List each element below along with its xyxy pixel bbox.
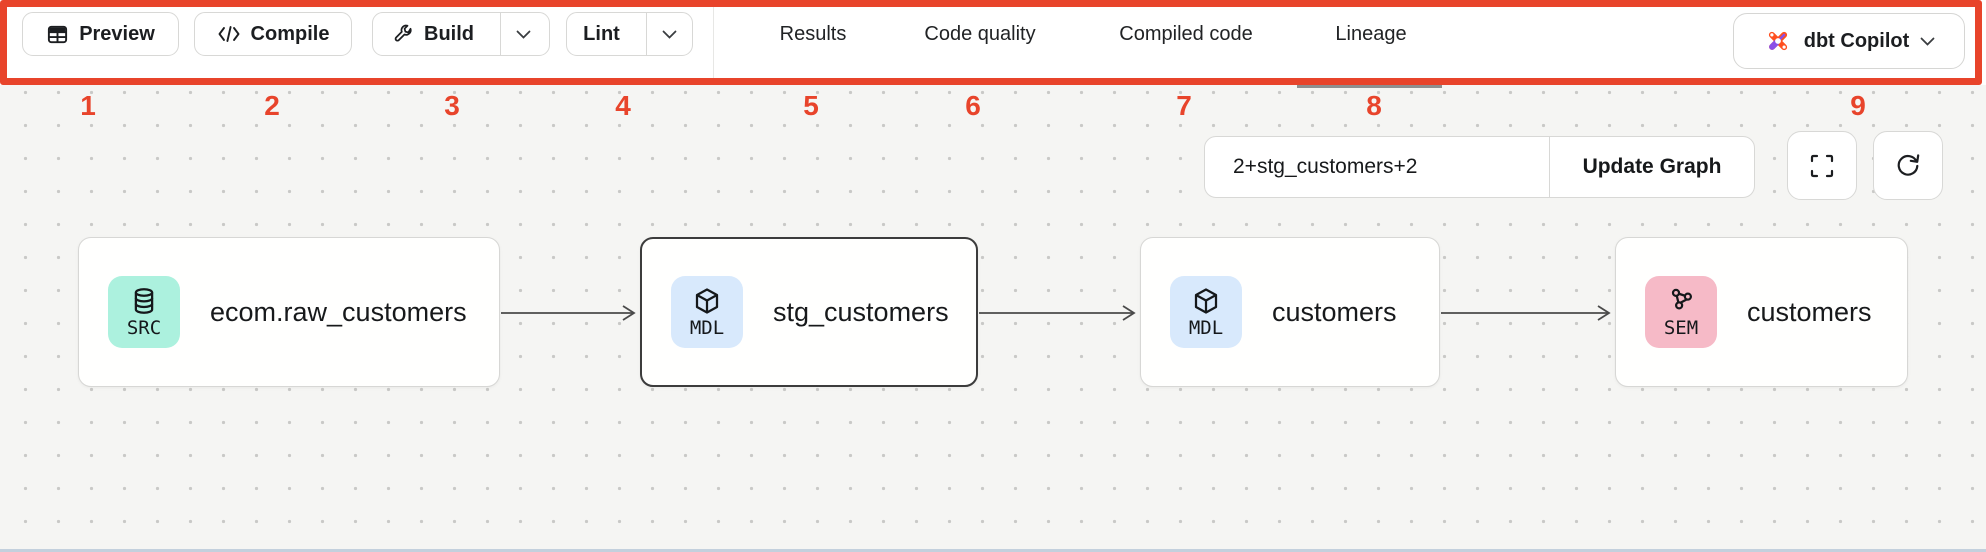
tab-compiled-code[interactable]: Compiled code (1119, 23, 1253, 45)
build-dropdown-toggle[interactable] (500, 13, 546, 55)
database-icon (134, 287, 154, 314)
lineage-node-stg-customers[interactable]: MDL stg_customers (640, 237, 978, 387)
update-graph-button[interactable]: Update Graph (1549, 137, 1754, 197)
chevron-down-icon (662, 30, 677, 39)
annotation-number-7: 7 (1176, 90, 1192, 121)
node-label: stg_customers (773, 296, 949, 327)
tab-lineage[interactable]: Lineage (1335, 23, 1407, 45)
compile-button-label: Compile (250, 22, 330, 45)
tab-results[interactable]: Results (779, 23, 847, 45)
wrench-icon (394, 24, 412, 42)
node-badge-mdl: MDL (671, 276, 743, 348)
cube-icon (695, 287, 719, 314)
lineage-selector-bar: Update Graph (1204, 136, 1755, 198)
node-badge-label: MDL (689, 316, 725, 339)
annotation-number-2: 2 (264, 90, 280, 121)
node-badge-label: MDL (1188, 316, 1224, 339)
lint-dropdown-toggle[interactable] (645, 13, 692, 55)
semantic-model-icon (1671, 288, 1693, 310)
lint-split-button: Lint (566, 12, 693, 56)
node-badge-src: SRC (108, 276, 180, 348)
annotation-number-4: 4 (615, 90, 631, 121)
chevron-down-icon (516, 30, 531, 39)
table-icon (48, 25, 68, 43)
annotation-number-9: 9 (1850, 90, 1866, 121)
node-label: ecom.raw_customers (210, 296, 467, 327)
tab-code-quality[interactable]: Code quality (924, 23, 1036, 45)
dbt-logo-icon (1768, 31, 1787, 51)
preview-button[interactable]: Preview (22, 12, 179, 56)
build-button[interactable]: Build (376, 13, 490, 55)
node-badge-label: SEM (1663, 316, 1699, 339)
lineage-node-customers-model[interactable]: MDL customers (1140, 237, 1440, 387)
lineage-node-customers-semantic[interactable]: SEM customers (1615, 237, 1908, 387)
node-badge-sem: SEM (1645, 276, 1717, 348)
fullscreen-button[interactable] (1787, 131, 1857, 200)
node-label: customers (1272, 296, 1397, 327)
code-icon (218, 26, 239, 42)
lint-button-label: Lint (583, 22, 620, 45)
annotation-number-3: 3 (444, 90, 460, 121)
lint-button[interactable]: Lint (567, 13, 636, 55)
preview-button-label: Preview (79, 22, 155, 45)
cube-icon (1194, 287, 1218, 314)
compile-button[interactable]: Compile (194, 12, 352, 56)
build-split-button: Build (372, 12, 550, 56)
dbt-copilot-label: dbt Copilot (1803, 29, 1910, 52)
active-tab-indicator (1297, 81, 1442, 88)
annotation-number-6: 6 (965, 90, 981, 121)
window-bottom-edge (0, 549, 1986, 552)
fullscreen-icon (1810, 154, 1834, 177)
model-selector-input[interactable] (1205, 137, 1549, 197)
annotation-number-8: 8 (1366, 90, 1382, 121)
lineage-node-source-raw-customers[interactable]: SRC ecom.raw_customers (78, 237, 500, 387)
toolbar-divider (713, 6, 714, 78)
refresh-graph-button[interactable] (1873, 131, 1943, 200)
annotation-number-1: 1 (80, 90, 96, 121)
build-button-label: Build (424, 22, 474, 45)
node-label: customers (1747, 296, 1872, 327)
editor-toolbar: Preview Compile Build Lint (0, 0, 1986, 88)
node-badge-mdl: MDL (1170, 276, 1242, 348)
refresh-icon (1897, 153, 1920, 176)
node-badge-label: SRC (126, 316, 162, 339)
dbt-copilot-button[interactable]: dbt Copilot (1733, 13, 1965, 69)
chevron-down-icon (1920, 37, 1935, 46)
annotation-number-5: 5 (803, 90, 819, 121)
